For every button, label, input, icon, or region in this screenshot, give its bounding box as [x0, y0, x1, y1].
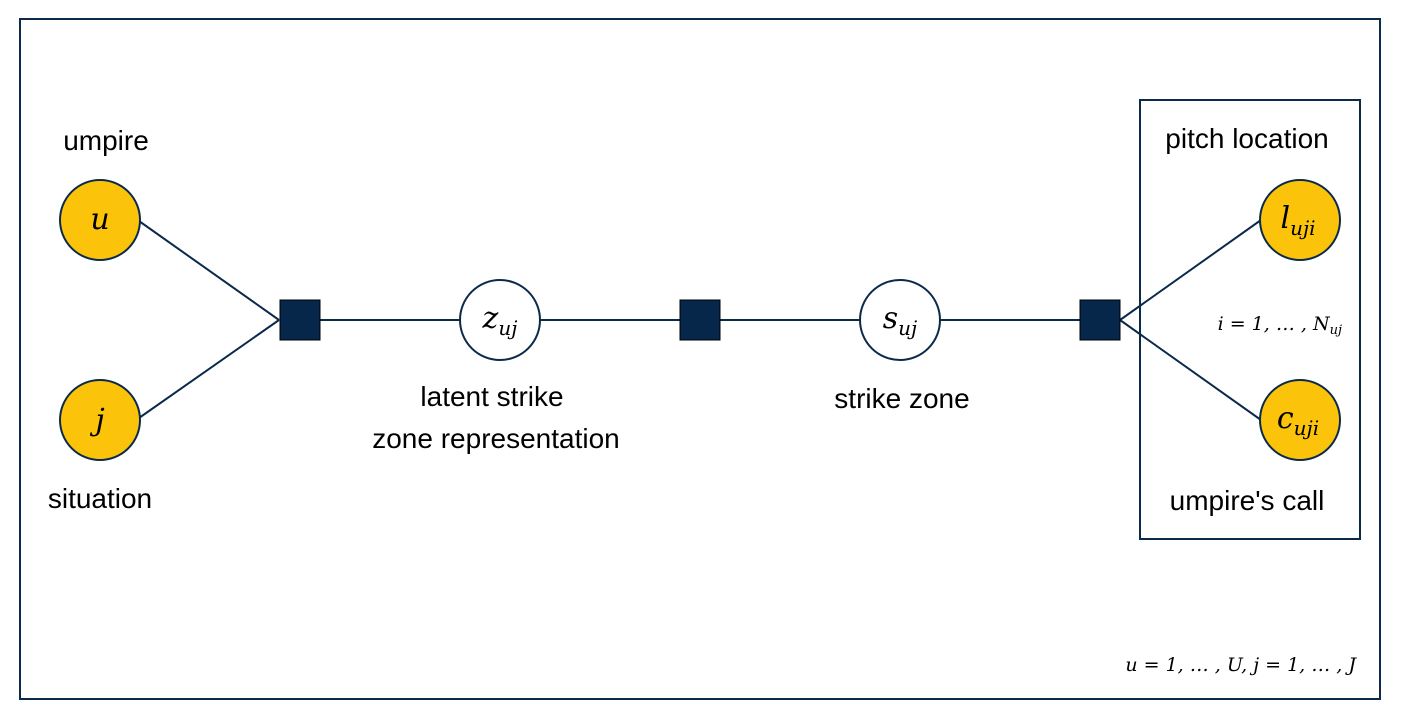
- pitch-location-label: pitch location: [1165, 123, 1328, 154]
- umpire-call-label: umpire's call: [1170, 485, 1325, 516]
- umpire-call-symbol-subscript: uji: [1294, 416, 1319, 440]
- inner-plate-index: i = 1, … , Nuj: [1218, 313, 1342, 338]
- latent-symbol-subscript: uj: [498, 316, 517, 340]
- strike-zone-node: [859, 279, 941, 361]
- edge-situation-factor1: [138, 319, 280, 419]
- pitch-location-symbol: luji: [1280, 201, 1315, 240]
- factor-node-1: [279, 299, 321, 341]
- inner-plate: [1139, 99, 1361, 540]
- latent-node: [459, 279, 541, 361]
- latent-symbol: zuj: [482, 301, 518, 340]
- umpire-label: umpire: [63, 125, 149, 156]
- situation-label: situation: [48, 483, 152, 514]
- strike-zone-symbol-base: s: [883, 301, 898, 336]
- edge-umpire-factor1: [138, 220, 280, 321]
- strike-zone-label: strike zone: [834, 383, 969, 414]
- umpire-call-symbol-base: c: [1277, 401, 1294, 436]
- inner-plate-index-subscript: uj: [1330, 323, 1342, 338]
- strike-zone-symbol: suj: [883, 301, 918, 340]
- pitch-location-symbol-subscript: uji: [1290, 216, 1315, 240]
- pitch-location-node: [1259, 179, 1341, 261]
- edge-factor3-call: [1119, 319, 1262, 421]
- latent-label-line2: zone representation: [372, 423, 620, 454]
- situation-node: [59, 379, 141, 461]
- outer-plate: [19, 18, 1381, 700]
- edges: [138, 219, 1262, 421]
- umpire-node: [59, 179, 141, 261]
- strike-zone-symbol-subscript: uj: [898, 316, 917, 340]
- latent-label-line1: latent strike: [420, 381, 563, 412]
- edge-factor3-location: [1119, 219, 1262, 321]
- latent-symbol-base: z: [482, 301, 499, 336]
- outer-plate-index: u = 1, … , U, j = 1, … , J: [1125, 654, 1357, 676]
- umpire-call-node: [1259, 379, 1341, 461]
- pitch-location-symbol-base: l: [1280, 201, 1290, 236]
- factor-node-2: [679, 299, 721, 341]
- factor-node-3: [1079, 299, 1121, 341]
- inner-plate-index-text: i = 1, … , N: [1218, 313, 1331, 335]
- umpire-symbol: u: [90, 202, 109, 237]
- umpire-call-symbol: cuji: [1277, 401, 1319, 440]
